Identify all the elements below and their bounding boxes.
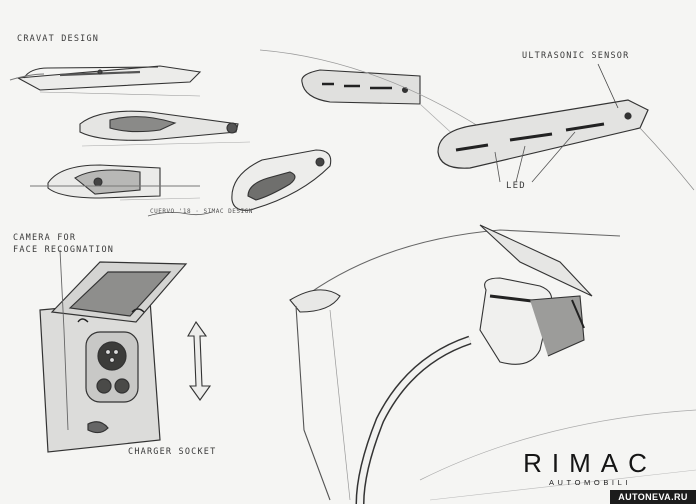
- designer-signature: CUERVO '18 · SIMAC DESIGN: [150, 208, 253, 215]
- handle-sketch-3: [30, 164, 201, 201]
- car-charging-sketch: [289, 224, 696, 504]
- brand-logo: RIMAC AUTOMOBILI: [520, 450, 660, 487]
- signature-scribble: [147, 211, 213, 217]
- blade-sketch-upper: [259, 49, 501, 151]
- label-charger-socket: CHARGER SOCKET: [128, 447, 217, 457]
- brand-name: RIMAC: [523, 448, 657, 478]
- label-ultrasonic-sensor: ULTRASONIC SENSOR: [522, 51, 630, 61]
- charger-socket-sketch: [39, 249, 188, 453]
- blade-sketch-large: [437, 63, 695, 191]
- handle-sketch-1: [9, 65, 202, 97]
- handle-sketch-4: [231, 149, 332, 211]
- label-led: LED: [506, 181, 526, 191]
- brand-subtitle: AUTOMOBILI: [548, 478, 632, 487]
- label-camera-face-recognition: CAMERA FOR FACE RECOGNATION: [13, 233, 115, 255]
- watermark-badge: AUTONEVA.RU: [610, 490, 696, 504]
- label-cravat-design: CRAVAT DESIGN: [17, 34, 100, 44]
- handle-sketch-2: [79, 110, 251, 147]
- rotation-arrow: [187, 320, 212, 401]
